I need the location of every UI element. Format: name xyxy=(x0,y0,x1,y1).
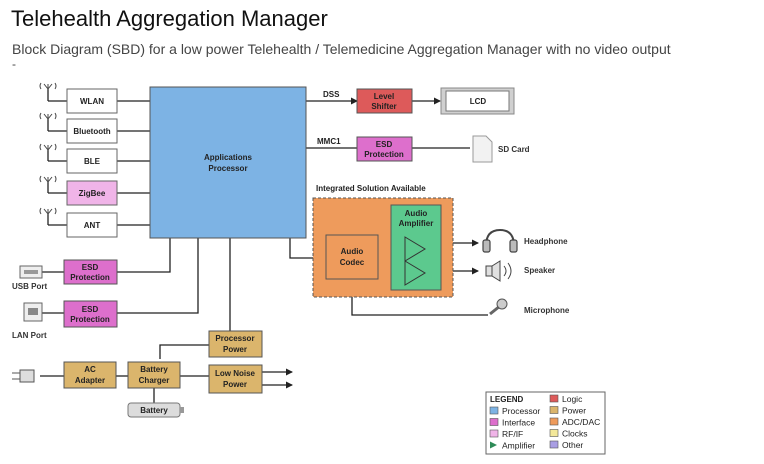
svg-text:Power: Power xyxy=(223,380,247,389)
svg-text:Audio: Audio xyxy=(405,209,428,218)
block-bluetooth: Bluetooth xyxy=(66,118,118,144)
ac-plug-icon xyxy=(12,369,35,383)
block-applications-processor: Applications Processor xyxy=(149,86,307,239)
bluetooth-antenna-icon xyxy=(39,112,57,120)
legend-label: ADC/DAC xyxy=(562,417,600,427)
legend-label: Processor xyxy=(502,406,540,416)
legend-label: Amplifier xyxy=(502,441,535,451)
block-lcd: LCD xyxy=(440,87,515,115)
svg-text:Charger: Charger xyxy=(139,376,170,385)
svg-text:Protection: Protection xyxy=(70,273,110,282)
legend-label: Interface xyxy=(502,418,535,428)
antenna-icons xyxy=(39,82,57,215)
usb-port-icon xyxy=(19,265,43,279)
lan-port-icon xyxy=(23,302,43,322)
amplifier-triangle-icon xyxy=(404,260,426,286)
svg-text:ANT: ANT xyxy=(84,221,101,230)
microphone-icon xyxy=(489,298,508,316)
legend-swatch xyxy=(549,429,559,437)
legend-label: Clocks xyxy=(562,429,588,439)
speaker-icon xyxy=(485,260,512,282)
block-low-noise-power: Low Noise Power xyxy=(208,364,263,394)
svg-text:Power: Power xyxy=(223,345,247,354)
block-zigbee: ZigBee xyxy=(66,180,118,206)
label-lan-port: LAN Port xyxy=(12,331,47,340)
label-headphone: Headphone xyxy=(524,237,568,246)
svg-text:ESD: ESD xyxy=(82,305,99,314)
svg-text:Protection: Protection xyxy=(364,150,404,159)
svg-text:Processor: Processor xyxy=(208,164,247,173)
legend-swatch xyxy=(489,429,499,438)
ant-antenna-icon xyxy=(39,207,57,215)
page-title: Telehealth Aggregation Manager xyxy=(11,6,328,31)
wlan-antenna-icon xyxy=(39,82,57,90)
svg-text:Protection: Protection xyxy=(70,315,110,324)
signal-dss: DSS xyxy=(323,90,340,99)
svg-text:LEGEND: LEGEND xyxy=(490,395,524,404)
svg-text:Amplifier: Amplifier xyxy=(399,219,434,228)
legend-swatch xyxy=(489,418,499,426)
svg-text:Bluetooth: Bluetooth xyxy=(73,127,110,136)
legend-swatch xyxy=(549,394,559,403)
page-subtitle: Block Diagram (SBD) for a low power Tele… xyxy=(12,41,671,57)
block-ble: BLE xyxy=(66,148,118,174)
svg-text:Codec: Codec xyxy=(340,258,365,267)
block-esd-lan: ESD Protection xyxy=(63,300,118,328)
svg-text:ZigBee: ZigBee xyxy=(79,189,106,198)
legend-label: Power xyxy=(562,406,586,416)
svg-text:Processor: Processor xyxy=(215,334,254,343)
block-ant: ANT xyxy=(66,212,118,238)
block-esd-usb: ESD Protection xyxy=(63,259,118,285)
legend-label: Other xyxy=(562,440,583,450)
svg-text:Shifter: Shifter xyxy=(371,102,396,111)
battery-icon: Battery xyxy=(127,402,184,418)
svg-text:WLAN: WLAN xyxy=(80,97,104,106)
block-audio-codec: Audio Codec xyxy=(325,234,379,280)
zigbee-antenna-icon xyxy=(39,175,57,183)
label-microphone: Microphone xyxy=(524,306,570,315)
legend-swatch xyxy=(490,441,497,449)
svg-text:Applications: Applications xyxy=(204,153,253,162)
svg-text:ESD: ESD xyxy=(82,263,99,272)
integrated-solution-label: Integrated Solution Available xyxy=(316,184,426,193)
svg-text:LCD: LCD xyxy=(470,97,487,106)
svg-text:Adapter: Adapter xyxy=(75,376,105,385)
block-level-shifter: Level Shifter xyxy=(356,88,413,114)
block-ac-adapter: AC Adapter xyxy=(63,361,117,389)
sd-card-icon xyxy=(472,135,493,163)
label-sd-card: SD Card xyxy=(498,145,530,154)
svg-text:Audio: Audio xyxy=(341,247,364,256)
headphone-icon xyxy=(482,228,518,253)
svg-text:Level: Level xyxy=(374,92,394,101)
signal-mmc1: MMC1 xyxy=(317,137,341,146)
svg-text:AC: AC xyxy=(84,365,96,374)
subtitle-dash: - xyxy=(12,57,16,71)
label-usb-port: USB Port xyxy=(12,282,47,291)
legend-swatch xyxy=(549,440,559,449)
legend-label: RF/IF xyxy=(502,429,523,439)
legend: LEGEND ProcessorInterfaceRF/IFAmplifier … xyxy=(485,391,606,455)
svg-text:BLE: BLE xyxy=(84,157,101,166)
block-wlan: WLAN xyxy=(66,88,118,114)
legend-swatch xyxy=(489,406,499,415)
ble-antenna-icon xyxy=(39,143,57,151)
amplifier-triangle-icon xyxy=(404,236,426,262)
svg-text:ESD: ESD xyxy=(376,140,393,149)
block-battery-charger: Battery Charger xyxy=(127,361,181,389)
legend-swatch xyxy=(549,417,559,426)
legend-swatch xyxy=(549,406,559,414)
svg-text:Battery: Battery xyxy=(140,365,168,374)
block-esd-sd: ESD Protection xyxy=(356,136,413,162)
svg-text:Battery: Battery xyxy=(140,406,168,415)
legend-label: Logic xyxy=(562,394,583,404)
block-audio-amplifier: Audio Amplifier xyxy=(390,204,442,291)
svg-text:Low Noise: Low Noise xyxy=(215,369,256,378)
label-speaker: Speaker xyxy=(524,266,555,275)
block-processor-power: Processor Power xyxy=(208,330,263,358)
